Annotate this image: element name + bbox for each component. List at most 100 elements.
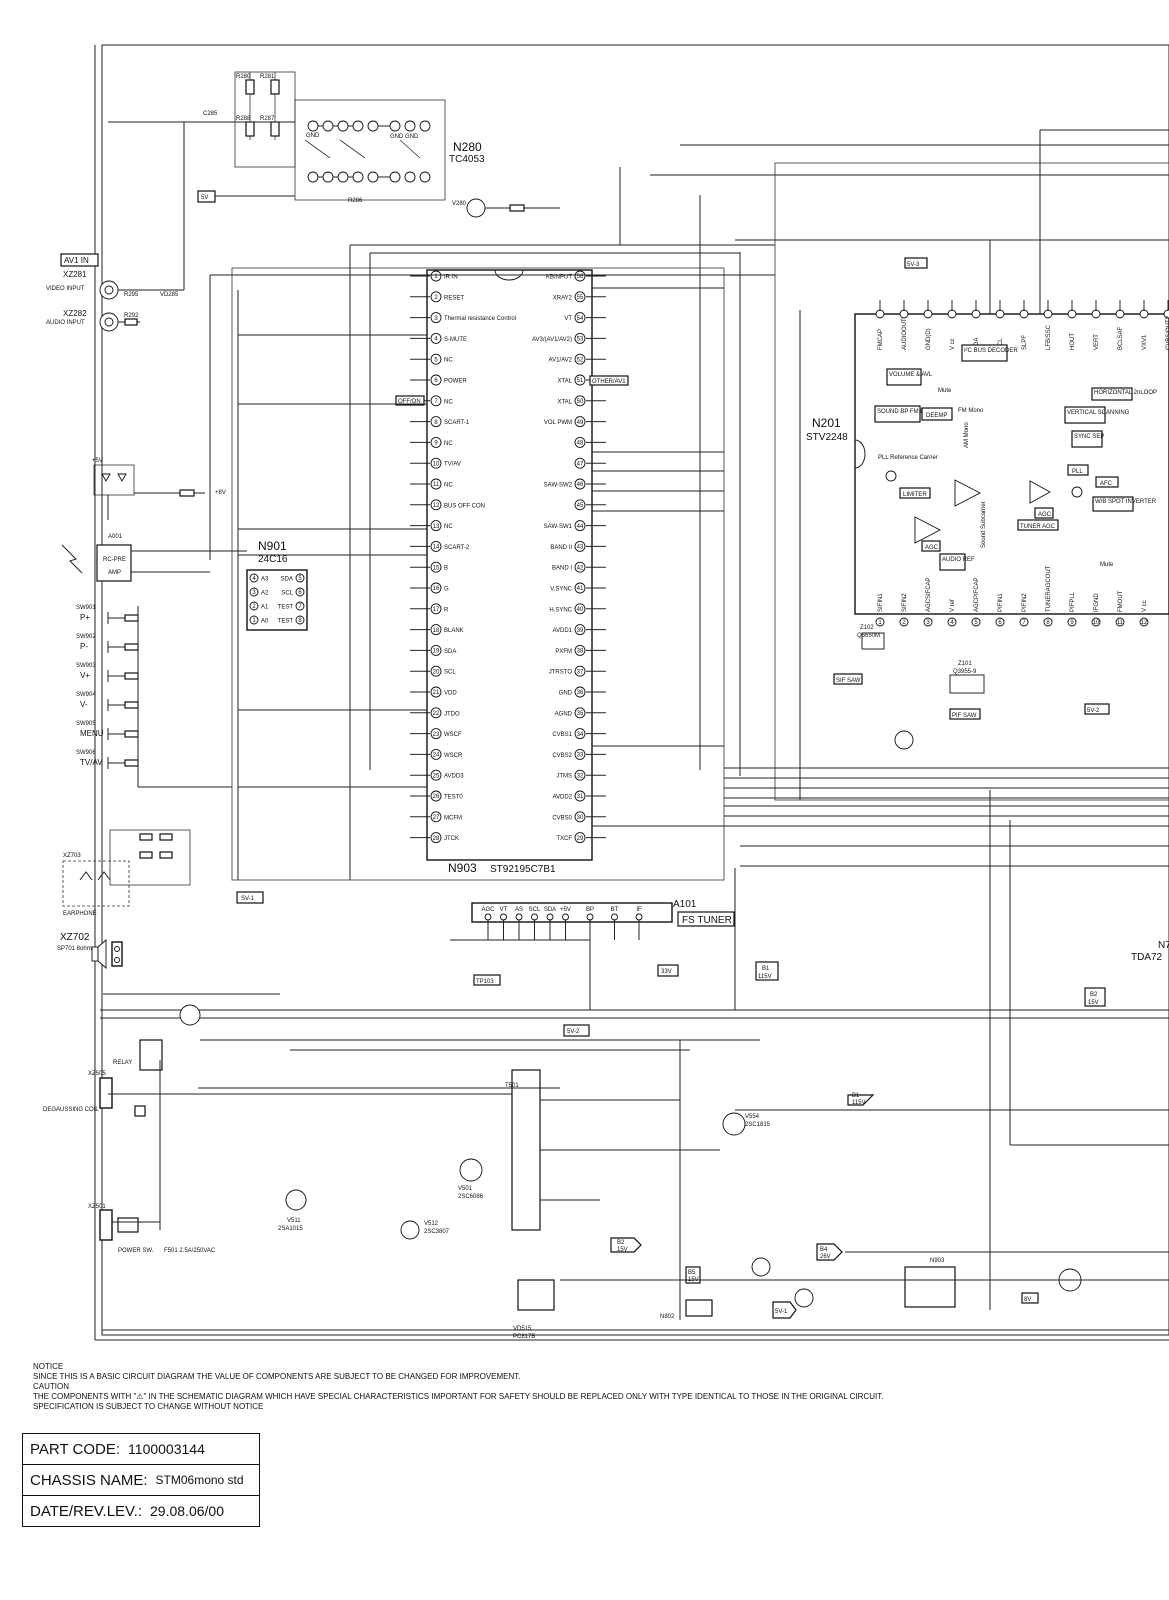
n903-pin-num: 28 <box>433 836 440 842</box>
power-sw-label: POWER SW. <box>118 1248 154 1254</box>
sv1-label: SV-1 <box>241 896 255 902</box>
b2-right-val: 15V <box>1088 1000 1099 1006</box>
n903-pin-num: 5 <box>434 357 438 363</box>
n903-pin-55 <box>574 291 586 303</box>
earphone-label: EARPHONE <box>63 911 97 917</box>
tuner-pin <box>586 913 594 921</box>
n903-pin-13 <box>430 520 442 532</box>
n201-bottom-pin-label: AGCSIFCAP <box>926 577 932 612</box>
n903-pin-label: BAND I <box>552 566 572 572</box>
n903-pin-26 <box>430 790 442 802</box>
n201-bottom-pin-label: AGCPIFCAP <box>974 577 980 612</box>
n903-pin-num: 35 <box>577 711 584 717</box>
n903-pin-label: R <box>444 607 449 613</box>
n903-pin-num: 22 <box>433 711 440 717</box>
n903-pin-label: SCART-1 <box>444 420 470 426</box>
n903-pin-43 <box>574 540 586 552</box>
n903-pin-num: 48 <box>577 441 584 447</box>
led-red-icon <box>101 473 111 482</box>
n201-top-pin-label: CVBS/OUT2 <box>1166 315 1169 350</box>
n901-pin-label: A3 <box>261 577 269 583</box>
n201-pin-num: 7 <box>1022 620 1026 626</box>
title-block: PART CODE: 1100003144 CHASSIS NAME: STM0… <box>22 1433 260 1527</box>
supply-5v-top-text: 5V <box>201 195 208 201</box>
n903-pin-num: 46 <box>577 482 584 488</box>
ir-signal-icon <box>61 544 83 574</box>
n903-pin-num: 51 <box>577 378 584 384</box>
n901-pin-label: SDA <box>281 577 293 583</box>
tuner-pin-label: +5V <box>560 907 571 913</box>
n7-block: N7 TDA72 B2 15V <box>1084 940 1169 1007</box>
notice-text: SINCE THIS IS A BASIC CIRCUIT DIAGRAM TH… <box>33 1372 521 1381</box>
off-on-box <box>395 395 425 406</box>
n903-pin-24 <box>430 748 442 760</box>
caution-text: THE COMPONENTS WITH "⚠" IN THE SCHEMATIC… <box>33 1392 884 1401</box>
n901-pin-num: 7 <box>298 604 302 610</box>
n201-vertical: VERTICAL SCANNING <box>1067 410 1130 416</box>
notice-heading: NOTICE <box>33 1362 64 1371</box>
key-label[interactable]: V- <box>80 700 88 709</box>
n201-bottom-pin-label: IFGND <box>1094 593 1100 612</box>
n903-pin-num: 39 <box>577 628 584 634</box>
n903-pin-label: AVDD3 <box>444 774 464 780</box>
n201-mute2: Mute <box>1100 562 1114 568</box>
n201-pin-num: 12 <box>1141 620 1148 626</box>
n903-pin-label: VDD <box>444 691 457 697</box>
tuner-pin <box>562 913 569 921</box>
n903-pin-num: 7 <box>434 399 438 405</box>
n201-top-pin-label: HOUT <box>1070 333 1076 350</box>
b1-tuner-val: 115V <box>758 974 772 980</box>
key-label[interactable]: MENU <box>80 729 104 738</box>
n903-pin-label: VT <box>564 316 572 322</box>
vd515-label: VD515 <box>513 1326 532 1332</box>
svg-text:R292: R292 <box>124 313 139 319</box>
n901-part: 24C16 <box>258 554 288 565</box>
n903-pin-label: SCL <box>444 670 456 676</box>
rc-preamp-amp: AMP <box>108 570 121 576</box>
xz282-label: XZ282 <box>63 309 87 318</box>
off-on-label: OFF/ON <box>398 399 421 405</box>
date-value: 29.08.06/00 <box>150 1503 224 1519</box>
n903-pin-39 <box>574 624 586 636</box>
n903-pin-num: 31 <box>577 794 584 800</box>
n903-pin-label: NC <box>444 358 453 364</box>
n903-pin-num: 14 <box>433 545 440 551</box>
n903-pin-num: 19 <box>433 649 440 655</box>
v501-part: 2SC6086 <box>458 1194 484 1200</box>
n903-pin-label: XTAL <box>557 399 572 405</box>
n903-pin-30 <box>574 811 586 823</box>
n903-regulator: N903 <box>930 1258 945 1264</box>
led-5v-label: +5V <box>92 458 103 464</box>
tuner-pin-label: SDA <box>544 907 556 913</box>
n7-ref: N7 <box>1158 940 1169 951</box>
key-label[interactable]: P+ <box>80 613 90 622</box>
key-label[interactable]: TV/AV <box>80 758 103 767</box>
svg-text:V280: V280 <box>452 201 467 207</box>
key-switch-ref: SW905 <box>76 721 96 727</box>
n903-pin-25 <box>430 769 442 781</box>
b1-tuner: B1 <box>762 966 770 972</box>
n903-pin-label: PXFM <box>555 649 572 655</box>
frame-lines <box>94 44 1169 1341</box>
key-resistor <box>124 730 139 738</box>
n201-pin-8 <box>1043 617 1053 627</box>
svg-text:R295: R295 <box>124 292 139 298</box>
n201-top-pin <box>947 309 957 319</box>
n901-pin-num: 4 <box>252 576 256 582</box>
av1-in-box <box>60 253 99 267</box>
key-label[interactable]: P- <box>80 642 88 651</box>
n901-pin-num: 5 <box>298 576 302 582</box>
notice-section: NOTICE SINCE THIS IS A BASIC CIRCUIT DIA… <box>33 1362 1153 1412</box>
n903-pin-num: 44 <box>577 524 584 530</box>
key-label[interactable]: V+ <box>80 671 90 680</box>
n201-tuneragc: TUNER AGC <box>1020 524 1056 530</box>
n201-bottom-pin-label: FMOUT <box>1118 590 1124 612</box>
key-switch-ref: SW906 <box>76 750 96 756</box>
pif-saw: PIF SAW <box>952 713 977 719</box>
n201-agc: AGC <box>925 545 939 551</box>
n903-pin-label: TXCF <box>556 836 572 842</box>
n901-pin-2 <box>249 601 259 611</box>
earphone-block: XZ703 EARPHONE XZ702 SP701 8ohm <box>57 829 191 969</box>
